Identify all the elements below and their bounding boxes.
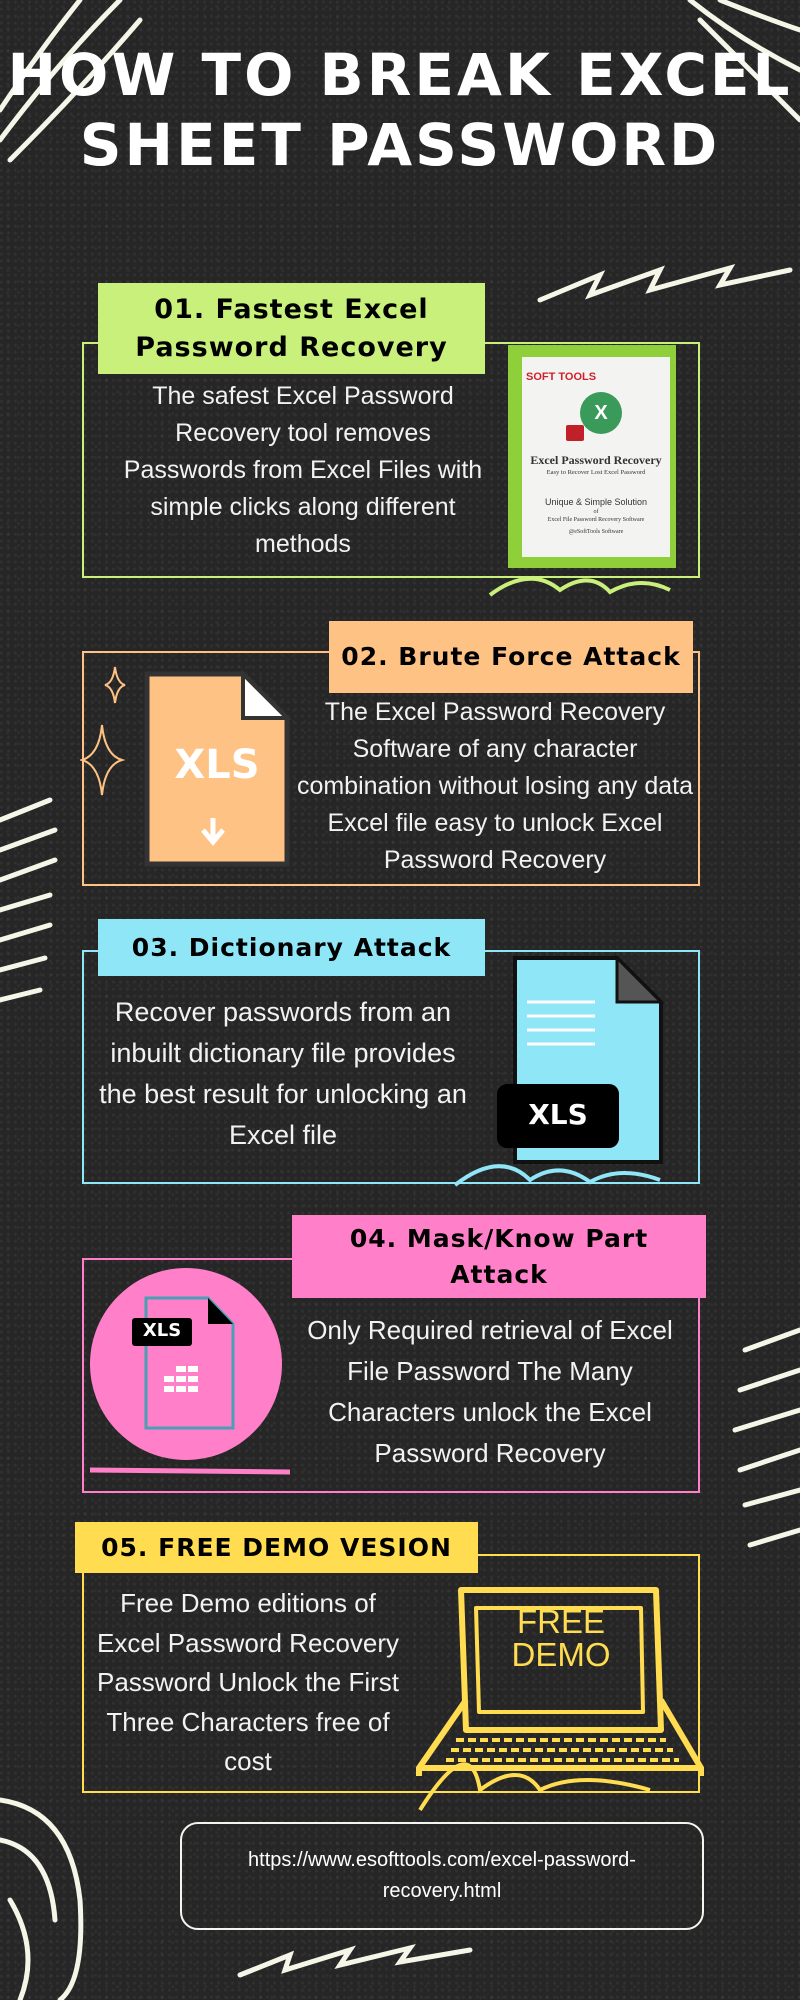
product-line: Excel File Password Recovery Software [547,517,645,523]
section-3-text: Recover passwords from an inbuilt dictio… [99,997,467,1150]
website-url-link[interactable]: https://www.esofttools.com/excel-passwor… [180,1822,704,1930]
xls-icon-label: XLS [174,742,260,788]
section-3-label: 03. Dictionary Attack [98,919,485,976]
xls-badge-label: XLS [528,1098,588,1131]
laptop-icon [416,1587,704,1776]
xls-circle-label: XLS [142,1320,182,1341]
xls-circle-icon [90,1268,282,1460]
section-4-text: Only Required retrieval of Excel File Pa… [307,1315,673,1468]
section-4-label: 04. Mask/Know Part Attack [292,1215,706,1298]
product-line: of [593,509,599,515]
section-1-text: The safest Excel Password Recovery tool … [123,382,483,558]
lock-icon [566,425,584,441]
page-title: How to Break Excel Sheet Password [7,41,793,179]
free-demo-screen-text: FREE DEMO [476,1605,646,1671]
excel-lock-icon: X [580,392,622,434]
product-tagline: Easy to Recover Lost Excel Password [546,469,646,476]
product-line: Unique & Simple Solution [544,497,648,507]
xls-document-icon [497,954,665,1164]
screen-line-free: FREE [516,1603,605,1640]
product-name: Excel Password Recovery [530,453,662,467]
product-box-image: SOFT TOOLS X Excel Password Recovery Eas… [508,345,676,568]
xls-file-icon [144,670,291,867]
section-1-label: 01. Fastest Excel Password Recovery [98,283,485,374]
section-5-text: Free Demo editions of Excel Password Rec… [97,1588,399,1776]
section-2-label: 02. Brute Force Attack [329,621,693,693]
sparkle-icon [80,666,126,796]
screen-line-demo: DEMO [511,1636,611,1673]
brand-logo: SOFT TOOLS [526,371,597,383]
product-line: @eSoftTools Software [568,529,624,535]
section-5-label: 05. FREE DEMO VESION [75,1522,478,1573]
section-2-text: The Excel Password Recovery Software of … [296,698,694,874]
